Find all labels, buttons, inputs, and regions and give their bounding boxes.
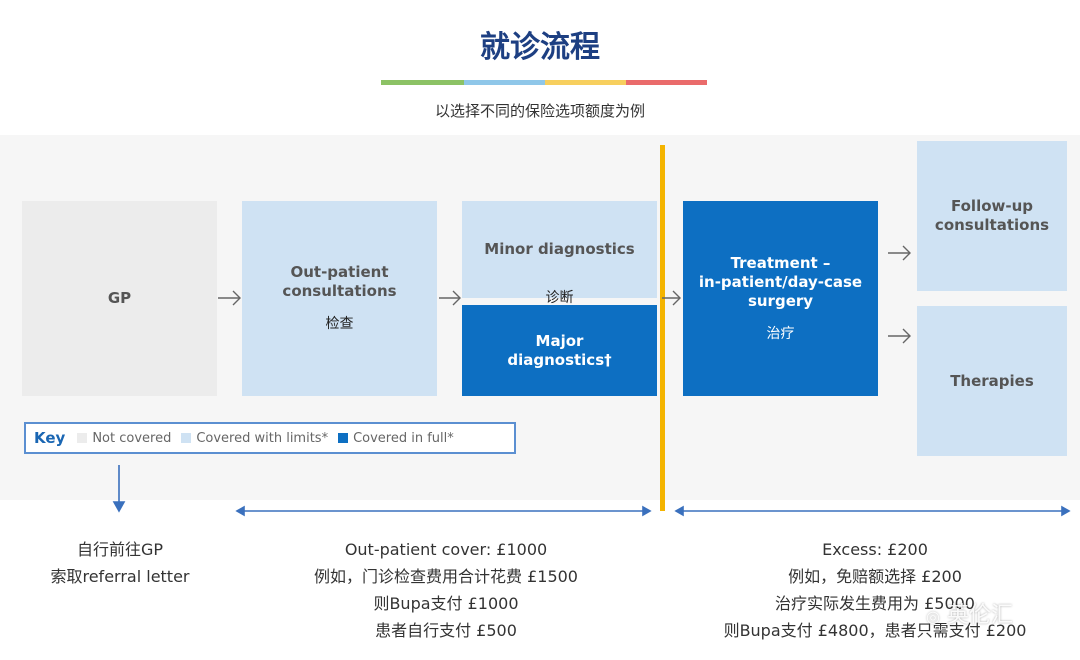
excess-note-line: 例如，免赔额选择 £200 [788,567,962,586]
outpatient-label-line2: consultations [282,282,397,300]
gp-note-line: 索取referral letter [50,567,190,586]
arrow-gp-to-outpatient-icon [218,290,241,306]
arrow-double-excess-span-icon [674,505,1071,517]
therapies-box: Therapies [917,306,1067,456]
followup-consultations-box: Follow-up consultations [917,141,1067,291]
followup-label-line1: Follow-up [950,197,1034,215]
arrow-outpatient-to-diagnostics-icon [439,290,461,306]
outpatient-note-line: Out-patient cover: £1000 [344,540,548,559]
therapies-label: Therapies [950,371,1034,390]
outpatient-note-line: 则Bupa支付 £1000 [373,594,519,613]
minor-diagnostics-label: Minor diagnostics [484,240,635,258]
minor-diagnostics-box: Minor diagnostics [462,201,657,298]
legend-item-covered-with-limits: Covered with limits* [196,430,329,446]
major-diagnostics-label-line1: Major [535,331,584,350]
minor-diagnostics-cn-label: 诊断 [545,290,574,306]
treatment-box: Treatment – in-patient/day-case surgery … [683,201,878,396]
wechat-icon: ◎ [926,607,940,626]
outpatient-note: Out-patient cover: £1000 例如，门诊检查费用合计花费 £… [236,536,656,644]
legend: Key Not covered Covered with limits* Cov… [24,422,516,454]
title-underline-green [381,80,464,85]
major-diagnostics-box: Major diagnostics† [462,305,657,396]
legend-item-not-covered: Not covered [92,430,172,446]
excess-note-line: Excess: £200 [822,540,928,559]
treatment-label-line3: surgery [747,291,814,310]
excess-divider-line [660,145,665,511]
gp-label: GP [107,289,132,307]
legend-title: Key [34,429,66,447]
arrow-treatment-to-therapies-icon [888,328,911,344]
outpatient-note-line: 患者自行支付 £500 [375,621,517,640]
legend-item-covered-in-full: Covered in full* [353,430,454,446]
legend-swatch-not-covered [77,433,88,443]
watermark: ◎ 英伦汇 [926,597,1013,629]
watermark-text: 英伦汇 [946,603,1013,628]
outpatient-note-line: 例如，门诊检查费用合计花费 £1500 [314,567,578,586]
treatment-cn-label: 治疗 [766,325,795,342]
major-diagnostics-label-line2: diagnostics† [507,350,612,369]
arrow-down-gp-icon [112,465,126,513]
arrow-double-outpatient-span-icon [235,505,652,517]
arrow-treatment-to-followup-icon [888,245,911,261]
outpatient-cn-label: 检查 [325,316,354,332]
title-underline-red [626,80,707,85]
excess-note: Excess: £200 例如，免赔额选择 £200 治疗实际发生费用为 £50… [680,536,1070,644]
treatment-label-line2: in-patient/day-case [698,272,863,291]
gp-box: GP [22,201,217,396]
legend-swatch-covered-in-full [338,433,349,443]
excess-note-line: 治疗实际发生费用为 £5000 [775,594,975,613]
page-title: 就诊流程 [480,30,600,65]
title-underline-blue [464,80,545,85]
gp-note-line: 自行前往GP [76,540,164,559]
excess-note-line: 则Bupa支付 £4800，患者只需支付 £200 [723,621,1027,640]
outpatient-label-line1: Out-patient [290,263,389,281]
followup-label-line2: consultations [934,216,1050,234]
arrow-diagnostics-to-treatment-icon [662,290,681,306]
title-underline-yellow [545,80,626,85]
legend-swatch-covered-with-limits [181,433,192,443]
page-subtitle: 以选择不同的保险选项额度为例 [434,102,645,120]
gp-note: 自行前往GP 索取referral letter [20,536,220,590]
treatment-label-line1: Treatment – [730,253,831,272]
outpatient-consultations-box: Out-patient consultations 检查 [242,201,437,396]
